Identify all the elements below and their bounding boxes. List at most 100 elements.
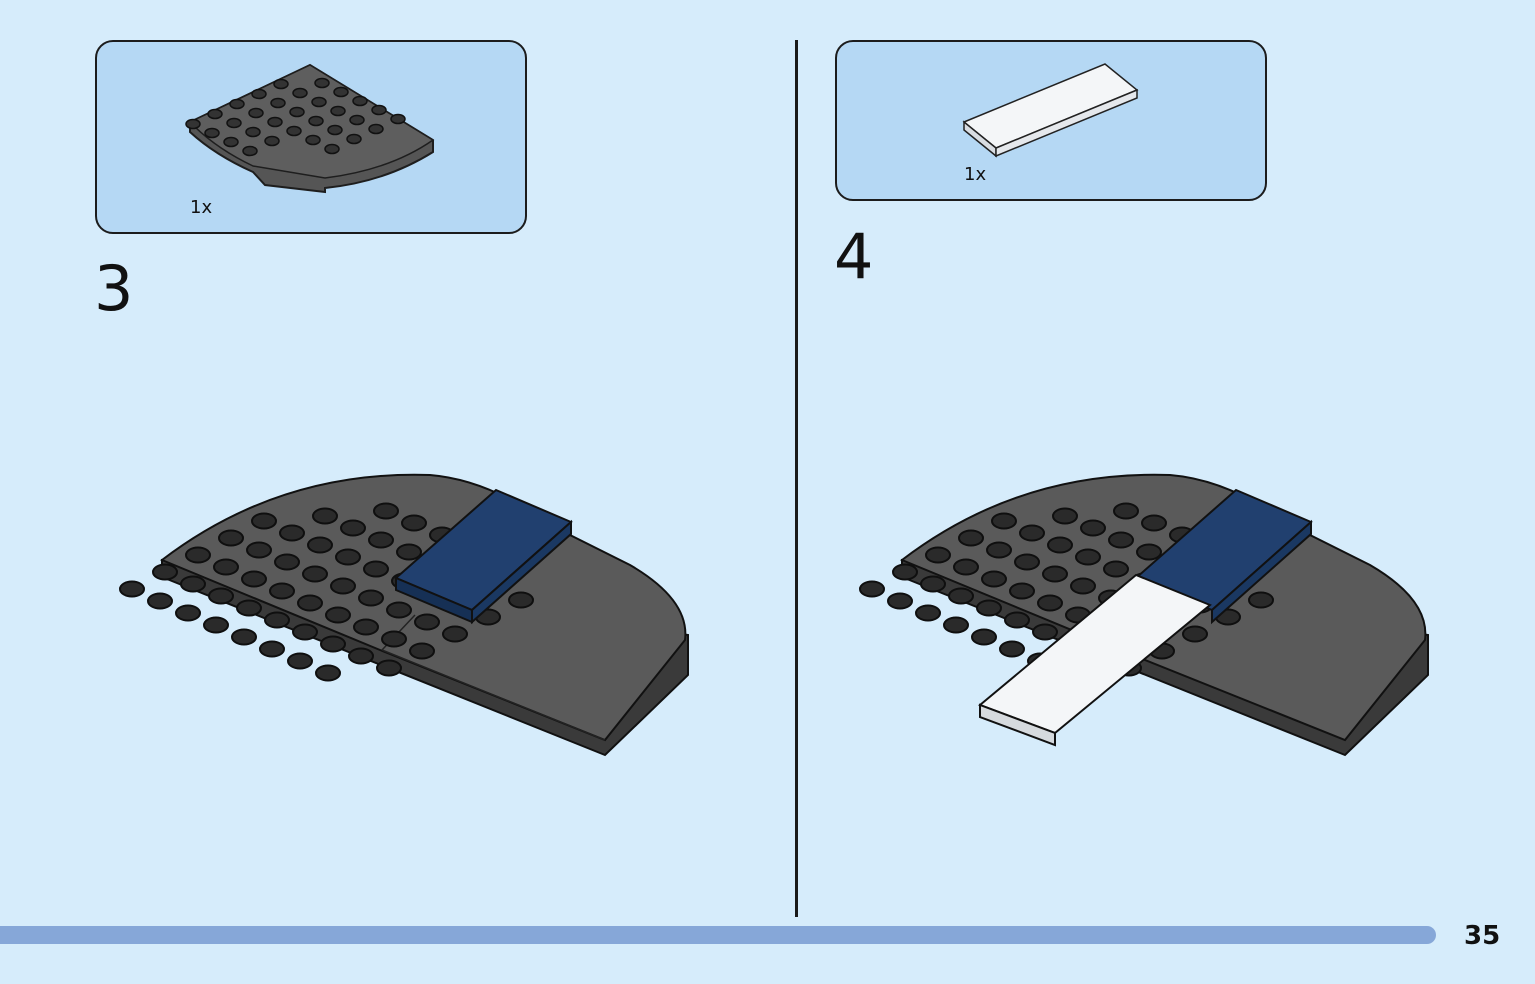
stud: [207, 108, 223, 120]
stud: [259, 640, 285, 658]
stud: [953, 558, 979, 576]
stud: [292, 87, 308, 99]
stud: [320, 635, 346, 653]
stud: [1019, 524, 1045, 542]
stud: [248, 107, 264, 119]
stud: [373, 502, 399, 520]
step-number-3: 3: [94, 252, 134, 325]
stud: [349, 114, 365, 126]
stud: [333, 86, 349, 98]
stud: [241, 570, 267, 588]
stud: [324, 143, 340, 155]
stud: [229, 98, 245, 110]
progress-bar: [0, 926, 1436, 944]
stud: [1182, 625, 1208, 643]
stud: [346, 133, 362, 145]
stud: [223, 136, 239, 148]
stud: [286, 125, 302, 137]
step-4-assembly: [859, 473, 1429, 757]
stud: [892, 563, 918, 581]
stud: [358, 589, 384, 607]
stud: [251, 512, 277, 530]
stud: [1103, 560, 1129, 578]
stud: [976, 599, 1002, 617]
stud: [312, 507, 338, 525]
stud: [119, 580, 145, 598]
stud: [1047, 536, 1073, 554]
stud: [920, 575, 946, 593]
stud: [335, 548, 361, 566]
stud: [302, 565, 328, 583]
stud: [185, 546, 211, 564]
step-divider: [795, 40, 798, 917]
stud: [305, 134, 321, 146]
stud: [270, 97, 286, 109]
stud: [958, 529, 984, 547]
stud: [948, 587, 974, 605]
stud: [1009, 582, 1035, 600]
stud: [348, 647, 374, 665]
stud: [390, 113, 406, 125]
stud: [264, 611, 290, 629]
stud: [1037, 594, 1063, 612]
stud: [185, 118, 201, 130]
stud: [226, 117, 242, 129]
stud: [368, 123, 384, 135]
stud: [1248, 591, 1274, 609]
stud: [1070, 577, 1096, 595]
stud: [1004, 611, 1030, 629]
stud: [327, 124, 343, 136]
stud: [352, 95, 368, 107]
stud: [1108, 531, 1134, 549]
stud: [414, 613, 440, 631]
stud: [999, 640, 1025, 658]
stud: [315, 664, 341, 682]
stud: [1080, 519, 1106, 537]
stud: [859, 580, 885, 598]
stud: [386, 601, 412, 619]
stud: [325, 606, 351, 624]
stud: [311, 96, 327, 108]
stud: [1042, 565, 1068, 583]
stud: [203, 616, 229, 634]
stud: [264, 135, 280, 147]
stud: [368, 531, 394, 549]
part-quantity: 1x: [190, 197, 213, 218]
stud: [231, 628, 257, 646]
step-number-4: 4: [834, 220, 874, 293]
stud: [269, 582, 295, 600]
stud: [381, 630, 407, 648]
stud: [396, 543, 422, 561]
stud: [180, 575, 206, 593]
stud: [287, 652, 313, 670]
stud: [1032, 623, 1058, 641]
stud: [307, 536, 333, 554]
round-corner-plate-icon: [185, 63, 435, 194]
stud: [208, 587, 234, 605]
stud: [971, 628, 997, 646]
stud: [943, 616, 969, 634]
stud: [236, 599, 262, 617]
stud: [175, 604, 201, 622]
white-tile-icon: [962, 63, 1139, 158]
stud: [251, 88, 267, 100]
stud: [308, 115, 324, 127]
stud: [353, 618, 379, 636]
stud: [147, 592, 173, 610]
stud: [1052, 507, 1078, 525]
stud: [273, 78, 289, 90]
stud: [442, 625, 468, 643]
stud: [292, 623, 318, 641]
stud: [274, 553, 300, 571]
stud: [981, 570, 1007, 588]
stud: [204, 127, 220, 139]
stud: [991, 512, 1017, 530]
stud: [218, 529, 244, 547]
page-number: 35: [1464, 921, 1501, 951]
stud: [1113, 502, 1139, 520]
stud: [409, 642, 435, 660]
stud: [267, 116, 283, 128]
stud: [289, 106, 305, 118]
stud: [363, 560, 389, 578]
stud: [330, 577, 356, 595]
